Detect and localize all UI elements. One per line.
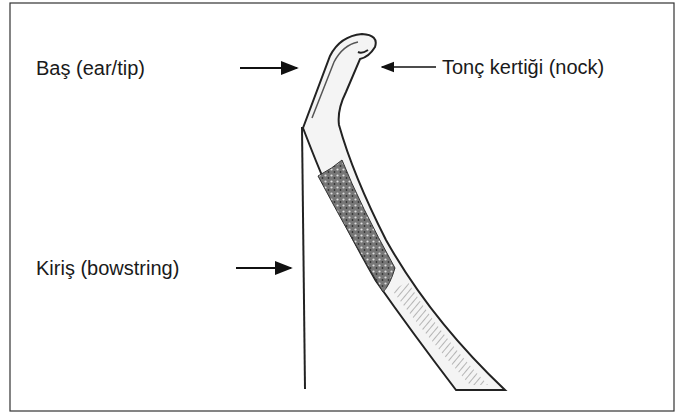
leader-arrow xyxy=(382,66,436,68)
limb-hatching xyxy=(392,282,488,385)
sinew-texture xyxy=(318,160,395,292)
leader-arrow xyxy=(240,67,297,69)
part-label: Kiriş (bowstring) xyxy=(36,256,179,280)
nock-notch xyxy=(358,50,368,53)
part-label: Baş (ear/tip) xyxy=(36,56,145,80)
part-label: Tonç kertiği (nock) xyxy=(442,55,604,79)
bow-limb xyxy=(303,34,505,390)
bowstring-line xyxy=(302,127,305,389)
leader-arrow xyxy=(236,267,291,269)
frame xyxy=(10,3,674,411)
ear-shading xyxy=(312,42,358,118)
